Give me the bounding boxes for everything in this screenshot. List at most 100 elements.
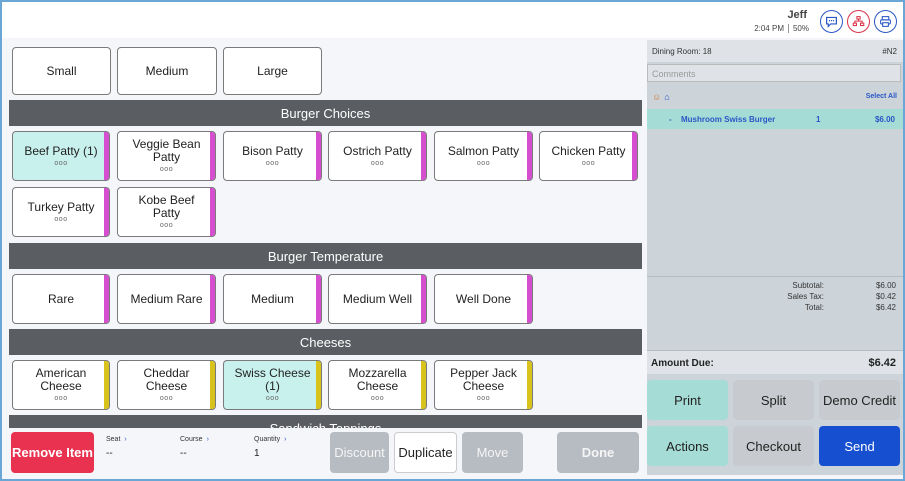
item-marker: -: [669, 115, 672, 124]
section-cheeses: Cheeses: [9, 329, 642, 355]
modifier-indicator: [210, 275, 215, 323]
modifier-indicator: [316, 132, 321, 180]
subtotal-label: Subtotal:: [792, 281, 824, 290]
cheddar-cheese-button[interactable]: Cheddar Cheese ooo: [117, 360, 216, 410]
duplicate-button[interactable]: Duplicate: [394, 432, 457, 473]
more-dots-icon: ooo: [265, 395, 280, 402]
seat-value: --: [106, 448, 113, 459]
button-label: American Cheese: [35, 366, 87, 393]
tax-value: $0.42: [875, 292, 896, 301]
swiss-cheese-button[interactable]: Swiss Cheese (1) ooo: [223, 360, 322, 410]
user-name: Jeff: [787, 9, 807, 21]
modifier-indicator: [104, 275, 109, 323]
button-label: Turkey Patty: [27, 199, 95, 214]
modifier-indicator: [527, 275, 532, 323]
more-dots-icon: ooo: [159, 395, 174, 402]
total-row: Total:$6.42: [647, 303, 903, 314]
button-label: Large: [257, 63, 288, 78]
button-label: Medium Rare: [130, 291, 203, 306]
button-label: Pepper Jack Cheese: [450, 366, 517, 393]
modifier-indicator: [421, 275, 426, 323]
amount-due-row: Amount Due: $6.42: [647, 350, 903, 374]
more-dots-icon: ooo: [476, 159, 491, 167]
button-label: Cheddar Cheese: [143, 366, 190, 393]
actions-button[interactable]: Actions: [647, 426, 728, 466]
size-medium-button[interactable]: Medium: [117, 47, 217, 95]
modifier-indicator: [421, 132, 426, 180]
send-button[interactable]: Send: [819, 426, 900, 466]
org-chart-icon[interactable]: [847, 10, 870, 33]
chat-icon[interactable]: [820, 10, 843, 33]
dining-room: Dining Room: 18: [652, 47, 712, 56]
button-label: Well Done: [455, 291, 512, 306]
section-burger-temperature: Burger Temperature: [9, 243, 642, 269]
more-dots-icon: ooo: [54, 215, 68, 223]
order-icons: ☺⌂: [652, 92, 670, 102]
done-button[interactable]: Done: [557, 432, 639, 473]
button-label: Beef Patty (1): [24, 143, 98, 158]
tax-row: Sales Tax: $0.42: [647, 292, 903, 303]
print-button[interactable]: Print: [647, 380, 728, 420]
checkout-button[interactable]: Checkout: [733, 426, 814, 466]
discount-button[interactable]: Discount: [330, 432, 389, 473]
modifier-indicator: [210, 361, 215, 409]
quantity-value: 1: [254, 448, 260, 459]
more-dots-icon: ooo: [370, 159, 385, 167]
modifier-indicator: [104, 132, 109, 180]
printer-icon[interactable]: [874, 10, 897, 33]
total-label: Total:: [804, 303, 824, 312]
split-button[interactable]: Split: [733, 380, 814, 420]
modifier-indicator: [210, 132, 215, 180]
subtotal-value: $6.00: [875, 281, 896, 290]
amount-due-label: Amount Due:: [651, 358, 714, 369]
temp-rare-button[interactable]: Rare: [12, 274, 110, 324]
comments-field[interactable]: Comments: [647, 64, 901, 82]
more-dots-icon: ooo: [54, 159, 68, 167]
order-item-row[interactable]: - Mushroom Swiss Burger 1 $6.00: [647, 109, 903, 129]
modifier-indicator: [527, 132, 532, 180]
remove-item-button[interactable]: Remove Item: [11, 432, 94, 473]
person-icon[interactable]: ☺: [652, 92, 662, 102]
temp-medium-well-button[interactable]: Medium Well: [328, 274, 427, 324]
size-large-button[interactable]: Large: [223, 47, 322, 95]
select-all-link[interactable]: Select All: [865, 93, 897, 100]
temp-medium-button[interactable]: Medium: [223, 274, 322, 324]
chevron-right-icon: ›: [284, 436, 287, 443]
chevron-right-icon: ›: [206, 436, 209, 443]
temp-medium-rare-button[interactable]: Medium Rare: [117, 274, 216, 324]
demo-credit-button[interactable]: Demo Credit: [819, 380, 900, 420]
quantity-label: Quantity: [254, 436, 281, 443]
button-label: Swiss Cheese (1): [234, 366, 311, 393]
seat-selector[interactable]: Seat›: [106, 436, 127, 443]
tax-label: Sales Tax:: [787, 292, 824, 301]
move-button[interactable]: Move: [462, 432, 523, 473]
button-label: Bison Patty: [242, 143, 303, 158]
quantity-selector[interactable]: Quantity›: [254, 436, 286, 443]
course-selector[interactable]: Course›: [180, 436, 209, 443]
chevron-right-icon: ›: [124, 436, 127, 443]
home-icon[interactable]: ⌂: [664, 92, 670, 102]
course-value: --: [180, 448, 187, 459]
section-burger-choices: Burger Choices: [9, 100, 642, 126]
order-panel: Dining Room: 18 #N2 Comments ☺⌂ Select A…: [647, 40, 903, 475]
beef-patty-button[interactable]: Beef Patty (1)ooo: [12, 131, 110, 181]
item-qty: 1: [816, 115, 821, 124]
item-price: $6.00: [874, 115, 895, 124]
button-label: Medium Well: [342, 291, 413, 306]
more-dots-icon: ooo: [265, 159, 280, 167]
size-small-button[interactable]: Small: [12, 47, 111, 95]
temp-well-done-button[interactable]: Well Done: [434, 274, 533, 324]
button-label: Rare: [47, 291, 74, 306]
battery-level: 50%: [792, 24, 809, 33]
